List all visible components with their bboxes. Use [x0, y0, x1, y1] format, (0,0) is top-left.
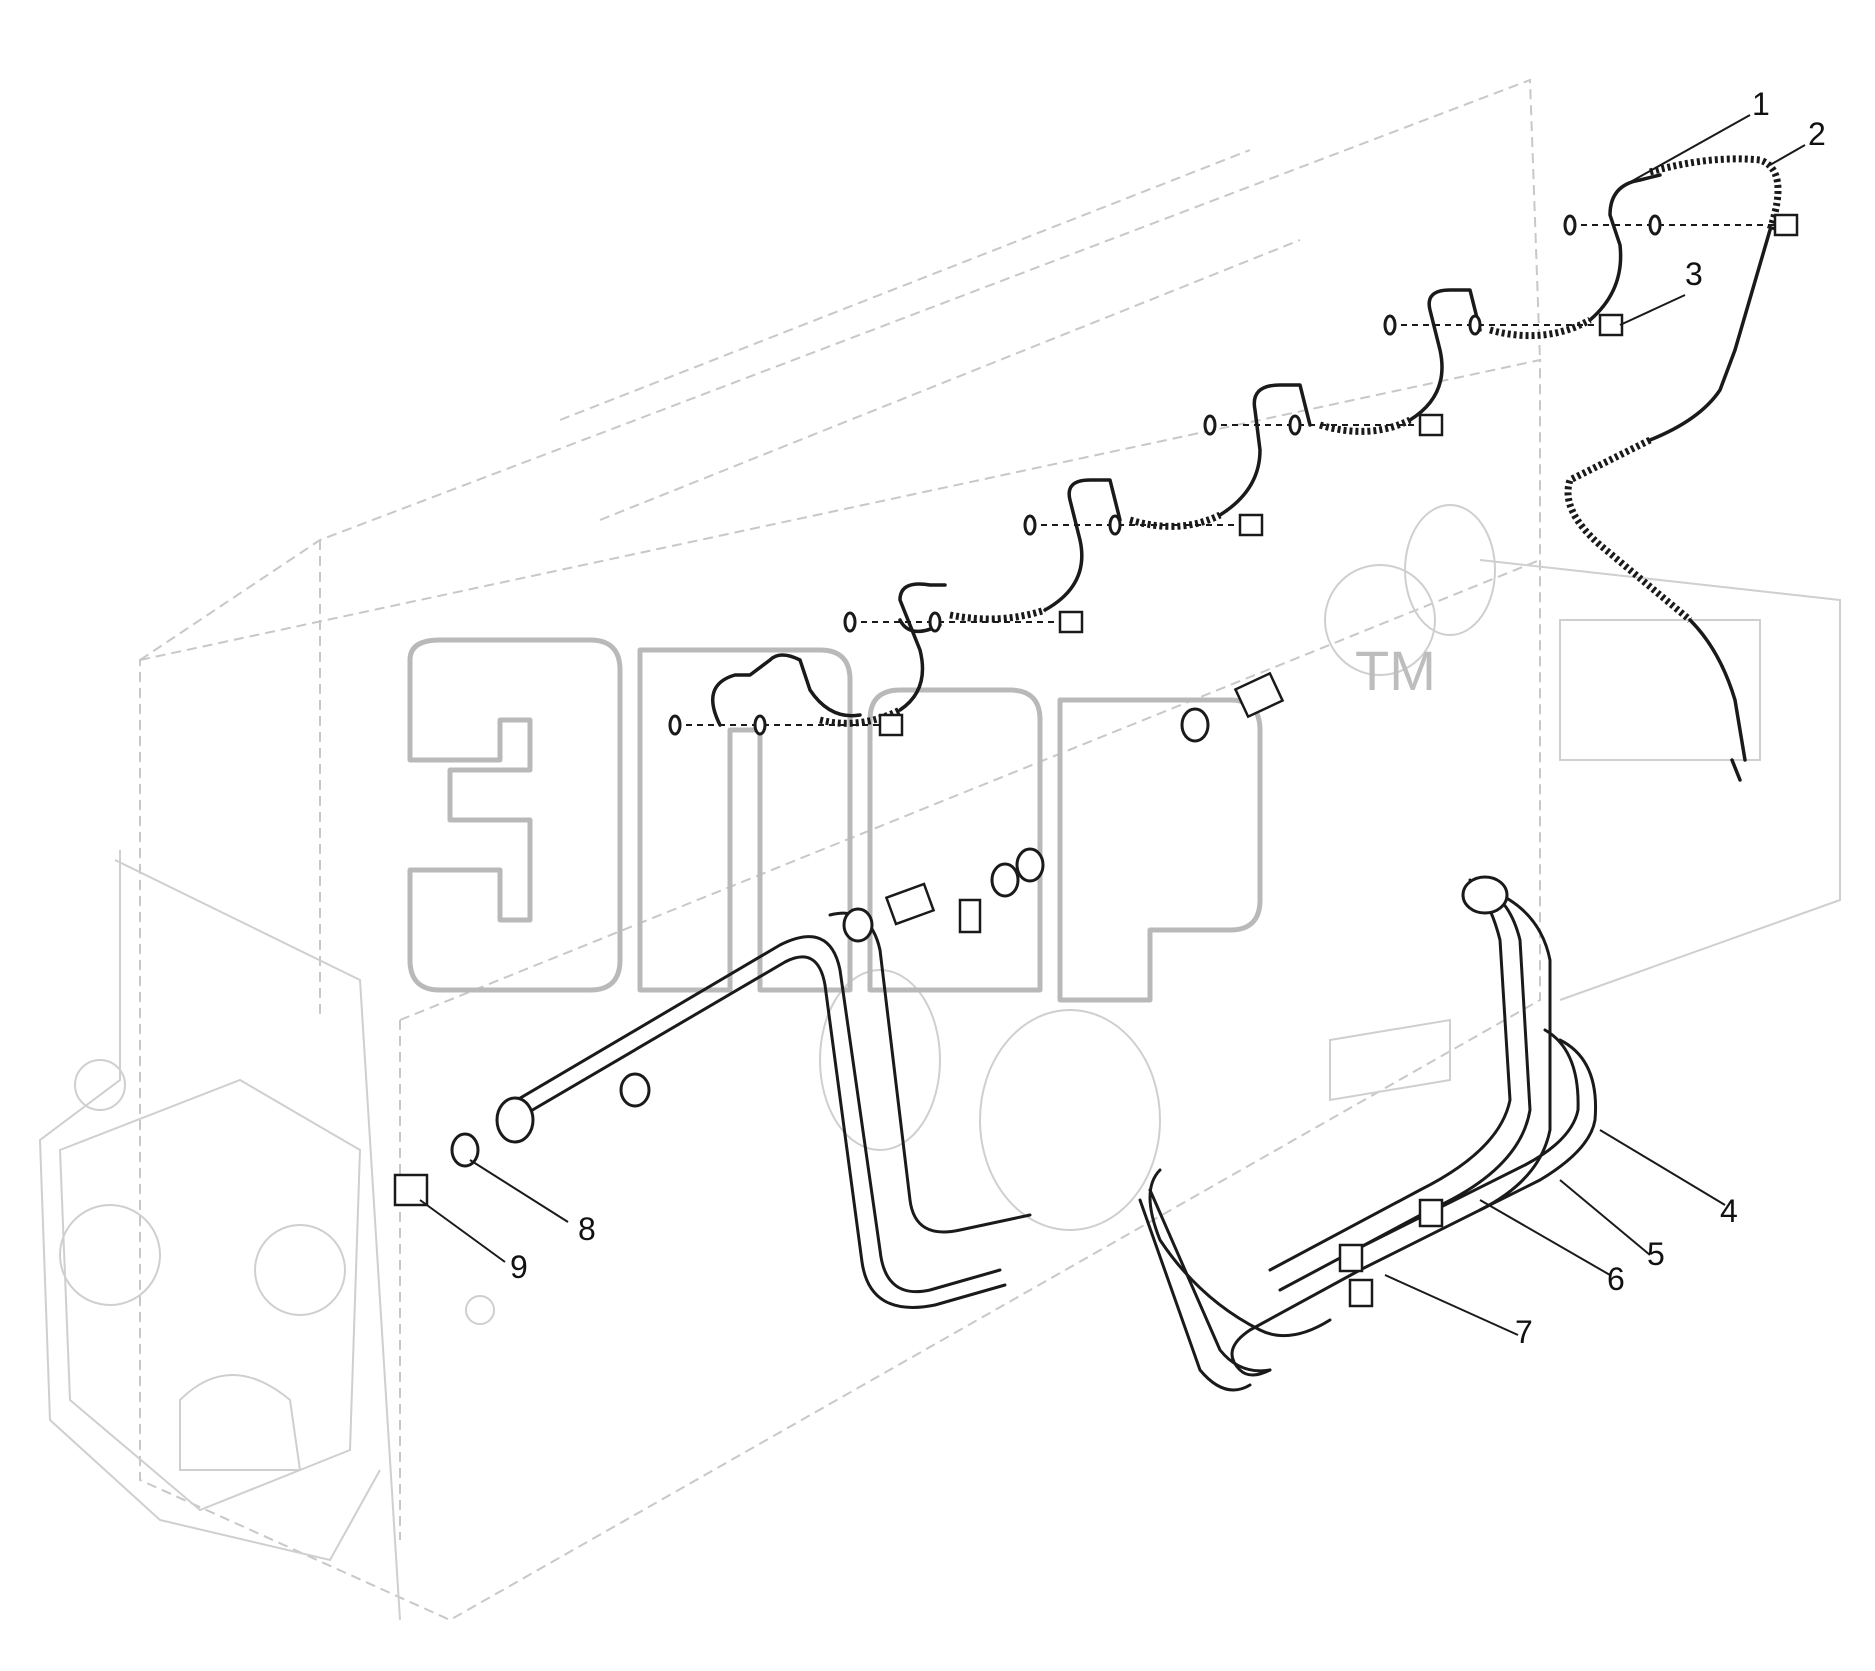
fuel-pipes: [495, 875, 1598, 1392]
callout-6: 6: [1607, 1261, 1625, 1297]
callout-7: 7: [1515, 1314, 1533, 1350]
callout-9: 9: [510, 1249, 528, 1285]
callout-leaders: [419, 114, 1806, 1336]
trademark-mark: TM: [1355, 639, 1436, 702]
callout-1: 1: [1752, 86, 1770, 122]
callout-4: 4: [1720, 1193, 1738, 1229]
banjo-fittings: [668, 213, 1800, 737]
pump-connector-fittings: [393, 671, 1285, 1207]
engine-block-outline: [38, 78, 1841, 1622]
callout-2: 2: [1808, 116, 1826, 152]
leak-off-pipe: [711, 155, 1782, 782]
watermark-logo: TM: [407, 637, 1436, 1003]
callout-8: 8: [578, 1211, 596, 1247]
callout-5: 5: [1647, 1236, 1665, 1272]
callout-3: 3: [1685, 256, 1703, 292]
callout-labels: 1 2 3 4 5 6 7 8 9: [510, 86, 1826, 1350]
